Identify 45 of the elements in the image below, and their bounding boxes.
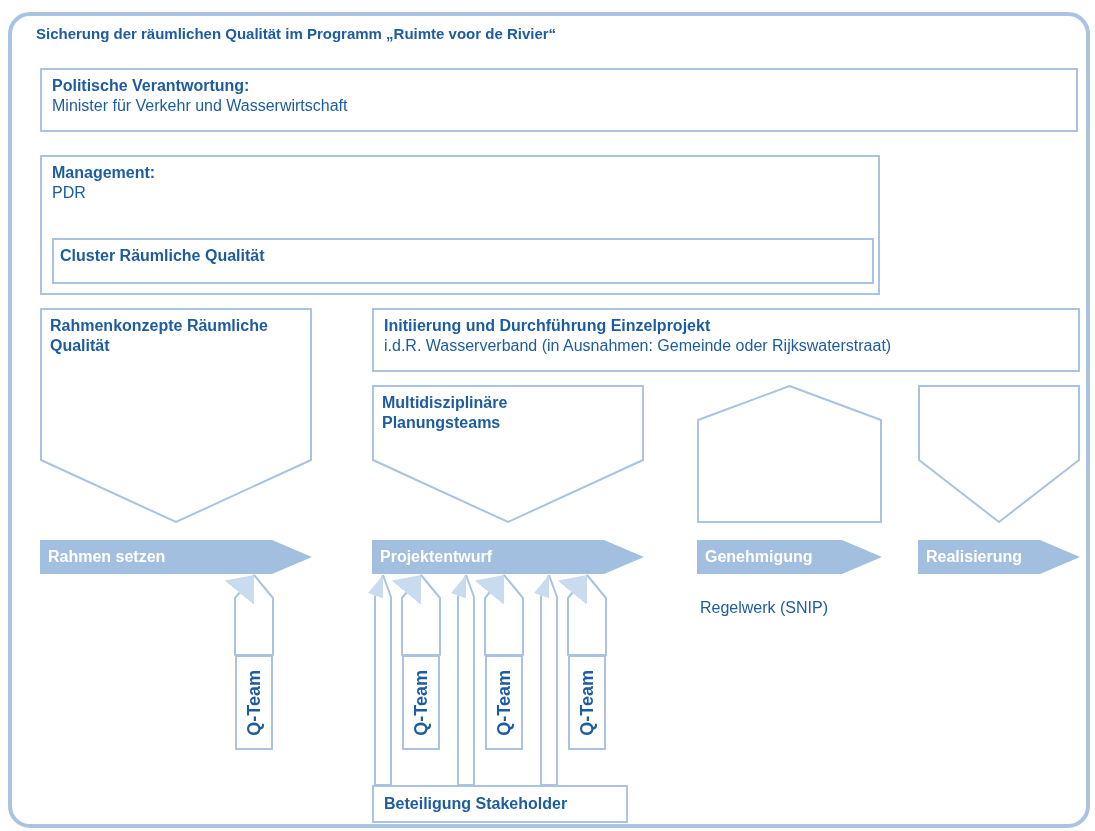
phase-label: Genehmigung bbox=[704, 547, 814, 567]
frame-panel bbox=[8, 12, 1090, 828]
body-text: Minister für Verkehr und Wasserwirtschaft bbox=[52, 96, 349, 116]
info-box bbox=[40, 68, 1078, 132]
note-text: Regelwerk (SNIP) bbox=[700, 598, 829, 618]
body-text: PDR bbox=[52, 183, 87, 203]
phase-banner bbox=[372, 540, 644, 574]
down-arrow-shape bbox=[372, 385, 644, 523]
team-label: Q-Team bbox=[577, 669, 597, 736]
team-label: Q-Team bbox=[244, 669, 264, 736]
block-arrow bbox=[224, 574, 274, 656]
block-arrow bbox=[450, 574, 475, 786]
heading-text: Politische Verantwortung: bbox=[52, 76, 251, 96]
title-text: Sicherung der räumlichen Qualität im Programm „Ruimte voor de Rivier“ bbox=[36, 24, 558, 44]
block-arrow bbox=[533, 574, 558, 786]
heading-text: Cluster Räumliche Qualität bbox=[60, 246, 266, 266]
block-arrow bbox=[557, 574, 607, 656]
heading-text: Initiierung und Durchführung Einzelprojekt bbox=[384, 316, 712, 336]
up-arrow-shape bbox=[697, 385, 882, 523]
down-arrow-shape bbox=[40, 308, 312, 523]
team-box bbox=[568, 655, 606, 750]
phase-banner bbox=[697, 540, 882, 574]
block-arrow bbox=[391, 574, 441, 656]
info-box bbox=[372, 308, 1080, 372]
block-arrow bbox=[474, 574, 524, 656]
team-box bbox=[402, 655, 440, 750]
phase-label: Realisierung bbox=[925, 547, 1024, 567]
phase-label: Rahmen setzen bbox=[47, 547, 167, 567]
block-arrow bbox=[367, 574, 392, 786]
team-label: Q-Team bbox=[494, 669, 514, 736]
body-text: i.d.R. Wasserverband (in Ausnahmen: Gemeinde oder Rijkswaterstraat) bbox=[384, 336, 893, 356]
heading-text: Beteiligung Stakeholder bbox=[384, 794, 569, 814]
team-box bbox=[485, 655, 523, 750]
info-box bbox=[372, 785, 628, 823]
team-label: Q-Team bbox=[411, 669, 431, 736]
down-arrow-shape bbox=[918, 385, 1080, 523]
heading-text: Rahmenkonzepte Räumliche Qualität bbox=[50, 316, 269, 356]
phase-banner bbox=[918, 540, 1080, 574]
team-box bbox=[235, 655, 273, 750]
info-box bbox=[40, 155, 880, 295]
phase-banner bbox=[40, 540, 312, 574]
heading-text: Multidisziplinäre Planungsteams bbox=[382, 393, 509, 433]
heading-text: Management: bbox=[52, 163, 157, 183]
info-box bbox=[52, 238, 874, 284]
phase-label: Projektentwurf bbox=[379, 547, 493, 567]
